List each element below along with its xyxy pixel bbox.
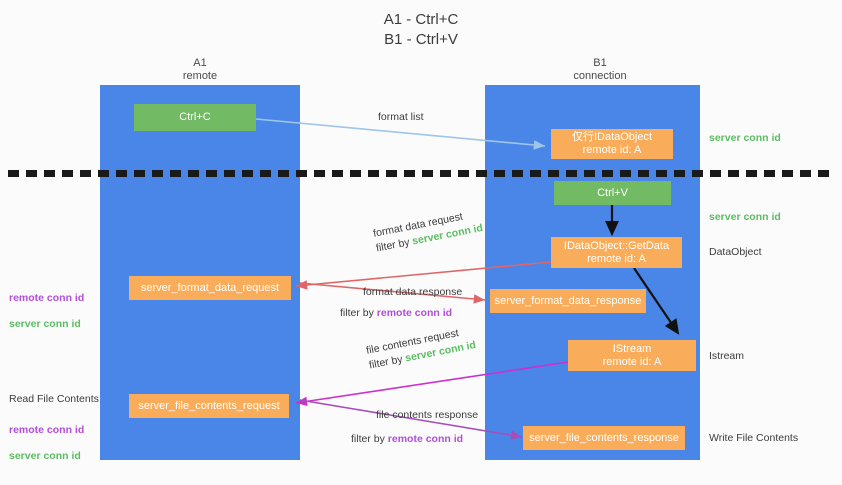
annotation-istream: Istream [709,350,745,362]
annotation-conn-id-stack-upper: remote conn id server conn id [9,292,85,330]
edge-label-format-list: format list [378,111,424,123]
node-server-file-contents-response[interactable]: server_file_contents_response [523,426,685,450]
column-header-a1: A1 remote [182,57,218,82]
page-title: A1 - Ctrl+C B1 - Ctrl+V [383,11,459,48]
annotation-read-file-contents: Read File Contents [9,393,99,405]
annotation-server-conn-id-second: server conn id [709,211,781,223]
edge-label-format-data-response: format data response filter by remote co… [340,286,463,319]
node-server-format-data-response[interactable]: server_format_data_response [490,289,646,313]
edge-label-file-contents-response: file contents response filter by remote … [351,409,479,445]
node-ctrl-c[interactable]: Ctrl+C [134,104,256,131]
annotation-dataobject: DataObject [709,246,762,258]
edge-label-file-contents-request: file contents request filter by server c… [365,327,477,372]
column-header-b1: B1 connection [573,57,627,82]
node-idataobject[interactable]: 仅行IDataObject remote id: A [551,129,673,159]
annotation-write-file-contents: Write File Contents [709,432,799,444]
node-server-file-contents-request[interactable]: server_file_contents_request [129,394,289,418]
annotation-server-conn-id-top: server conn id [709,132,781,144]
node-server-format-data-request[interactable]: server_format_data_request [129,276,291,300]
edge-label-format-data-request: format data request filter by server con… [372,210,484,255]
phase-separator-dashed-line [8,170,834,177]
node-ctrl-v[interactable]: Ctrl+V [554,181,671,205]
annotation-conn-id-stack-lower: remote conn id server conn id [9,424,85,462]
node-istream[interactable]: IStream remote id: A [568,340,696,371]
node-idataobject-getdata[interactable]: IDataObject::GetData remote id: A [551,237,682,268]
